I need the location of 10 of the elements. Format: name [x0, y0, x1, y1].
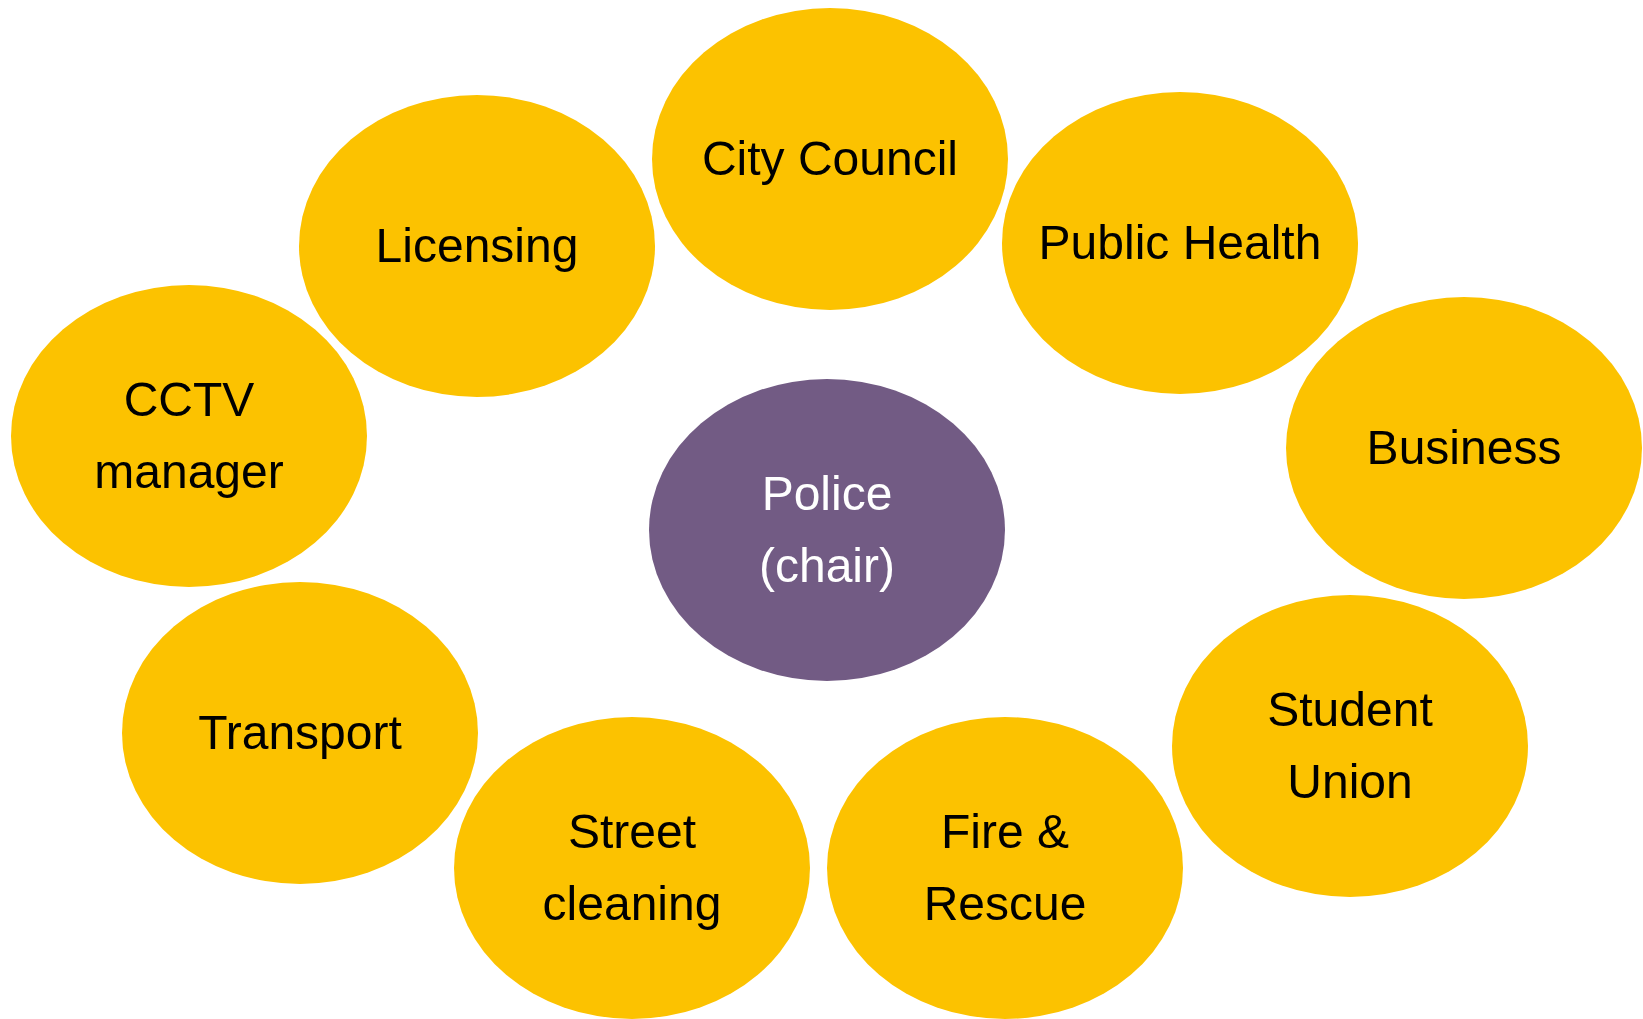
node-label: City Council [701, 131, 959, 187]
node-label: CCTV manager [93, 372, 285, 500]
node-label: Licensing [375, 218, 579, 274]
node-label: Business [1366, 420, 1562, 476]
node-label: Student Union [1266, 682, 1434, 810]
node-label: Police (chair) [758, 466, 896, 594]
node-label: Street cleaning [541, 804, 723, 932]
node-label: Transport [198, 705, 402, 761]
node-label: Fire & Rescue [922, 804, 1088, 932]
node-label: Public Health [1038, 215, 1322, 271]
